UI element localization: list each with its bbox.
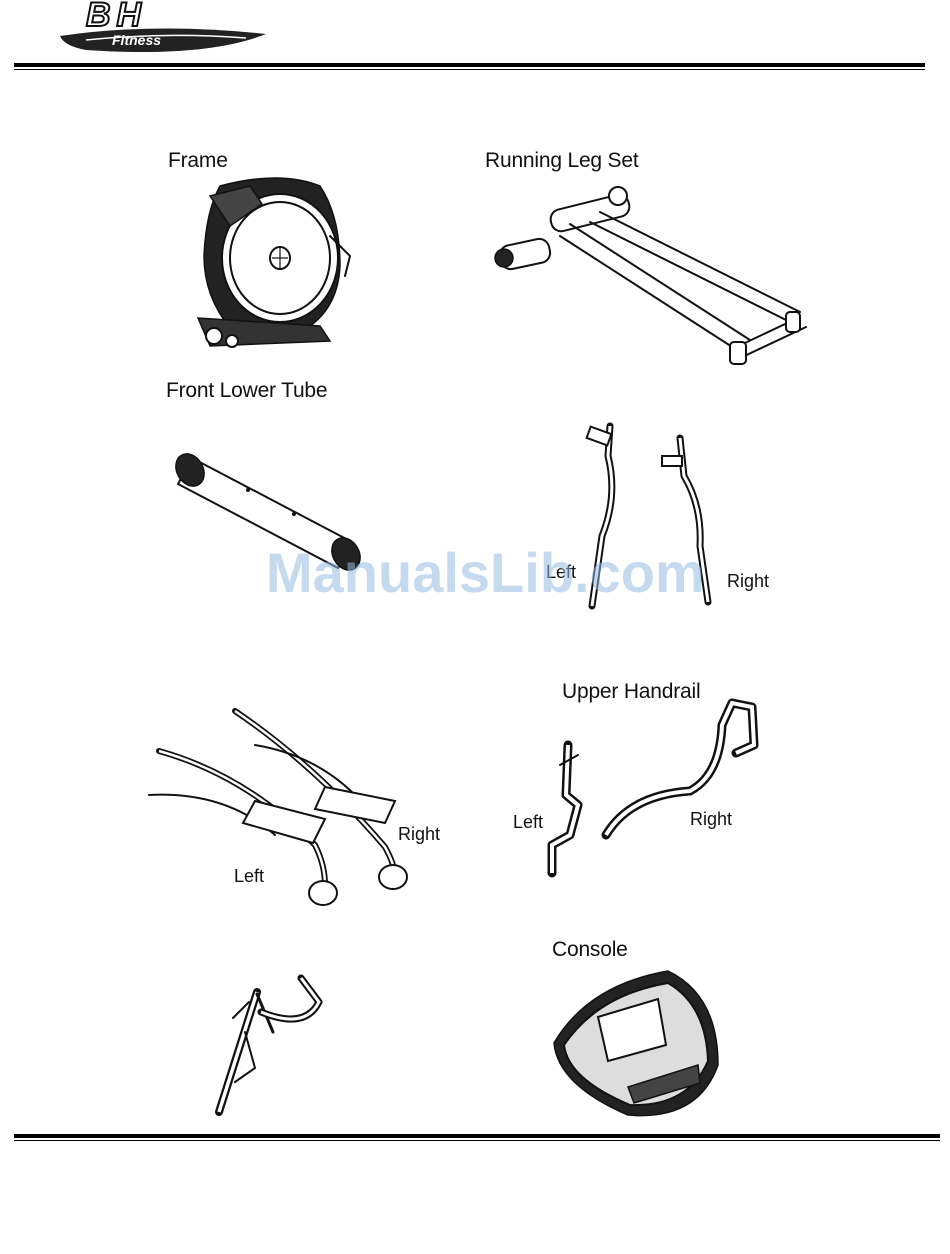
footer-rule	[14, 1134, 940, 1138]
handlebar-right-label: Right	[727, 571, 769, 592]
footer-rule-thin	[14, 1140, 940, 1141]
upper-handrail-drawing	[540, 695, 770, 880]
header-rule-thin	[14, 69, 925, 70]
watermark: ManualsLib.com	[266, 540, 705, 605]
header-rule	[14, 63, 925, 67]
bh-fitness-logo: BH Fitness	[56, 2, 268, 56]
logo-subtext: Fitness	[112, 32, 161, 48]
logo-text: BH	[86, 0, 147, 35]
part-label-front-lower-tube: Front Lower Tube	[166, 379, 327, 403]
stand-drawing	[205, 972, 335, 1122]
running-leg-set-drawing	[490, 182, 810, 372]
frame-drawing	[190, 176, 360, 351]
part-label-frame: Frame	[168, 149, 228, 173]
pedal-arms-drawing	[145, 705, 425, 915]
part-label-running-leg-set: Running Leg Set	[485, 149, 638, 173]
console-drawing	[548, 965, 728, 1125]
handrail-left-label: Left	[513, 812, 543, 833]
part-label-console: Console	[552, 938, 628, 962]
